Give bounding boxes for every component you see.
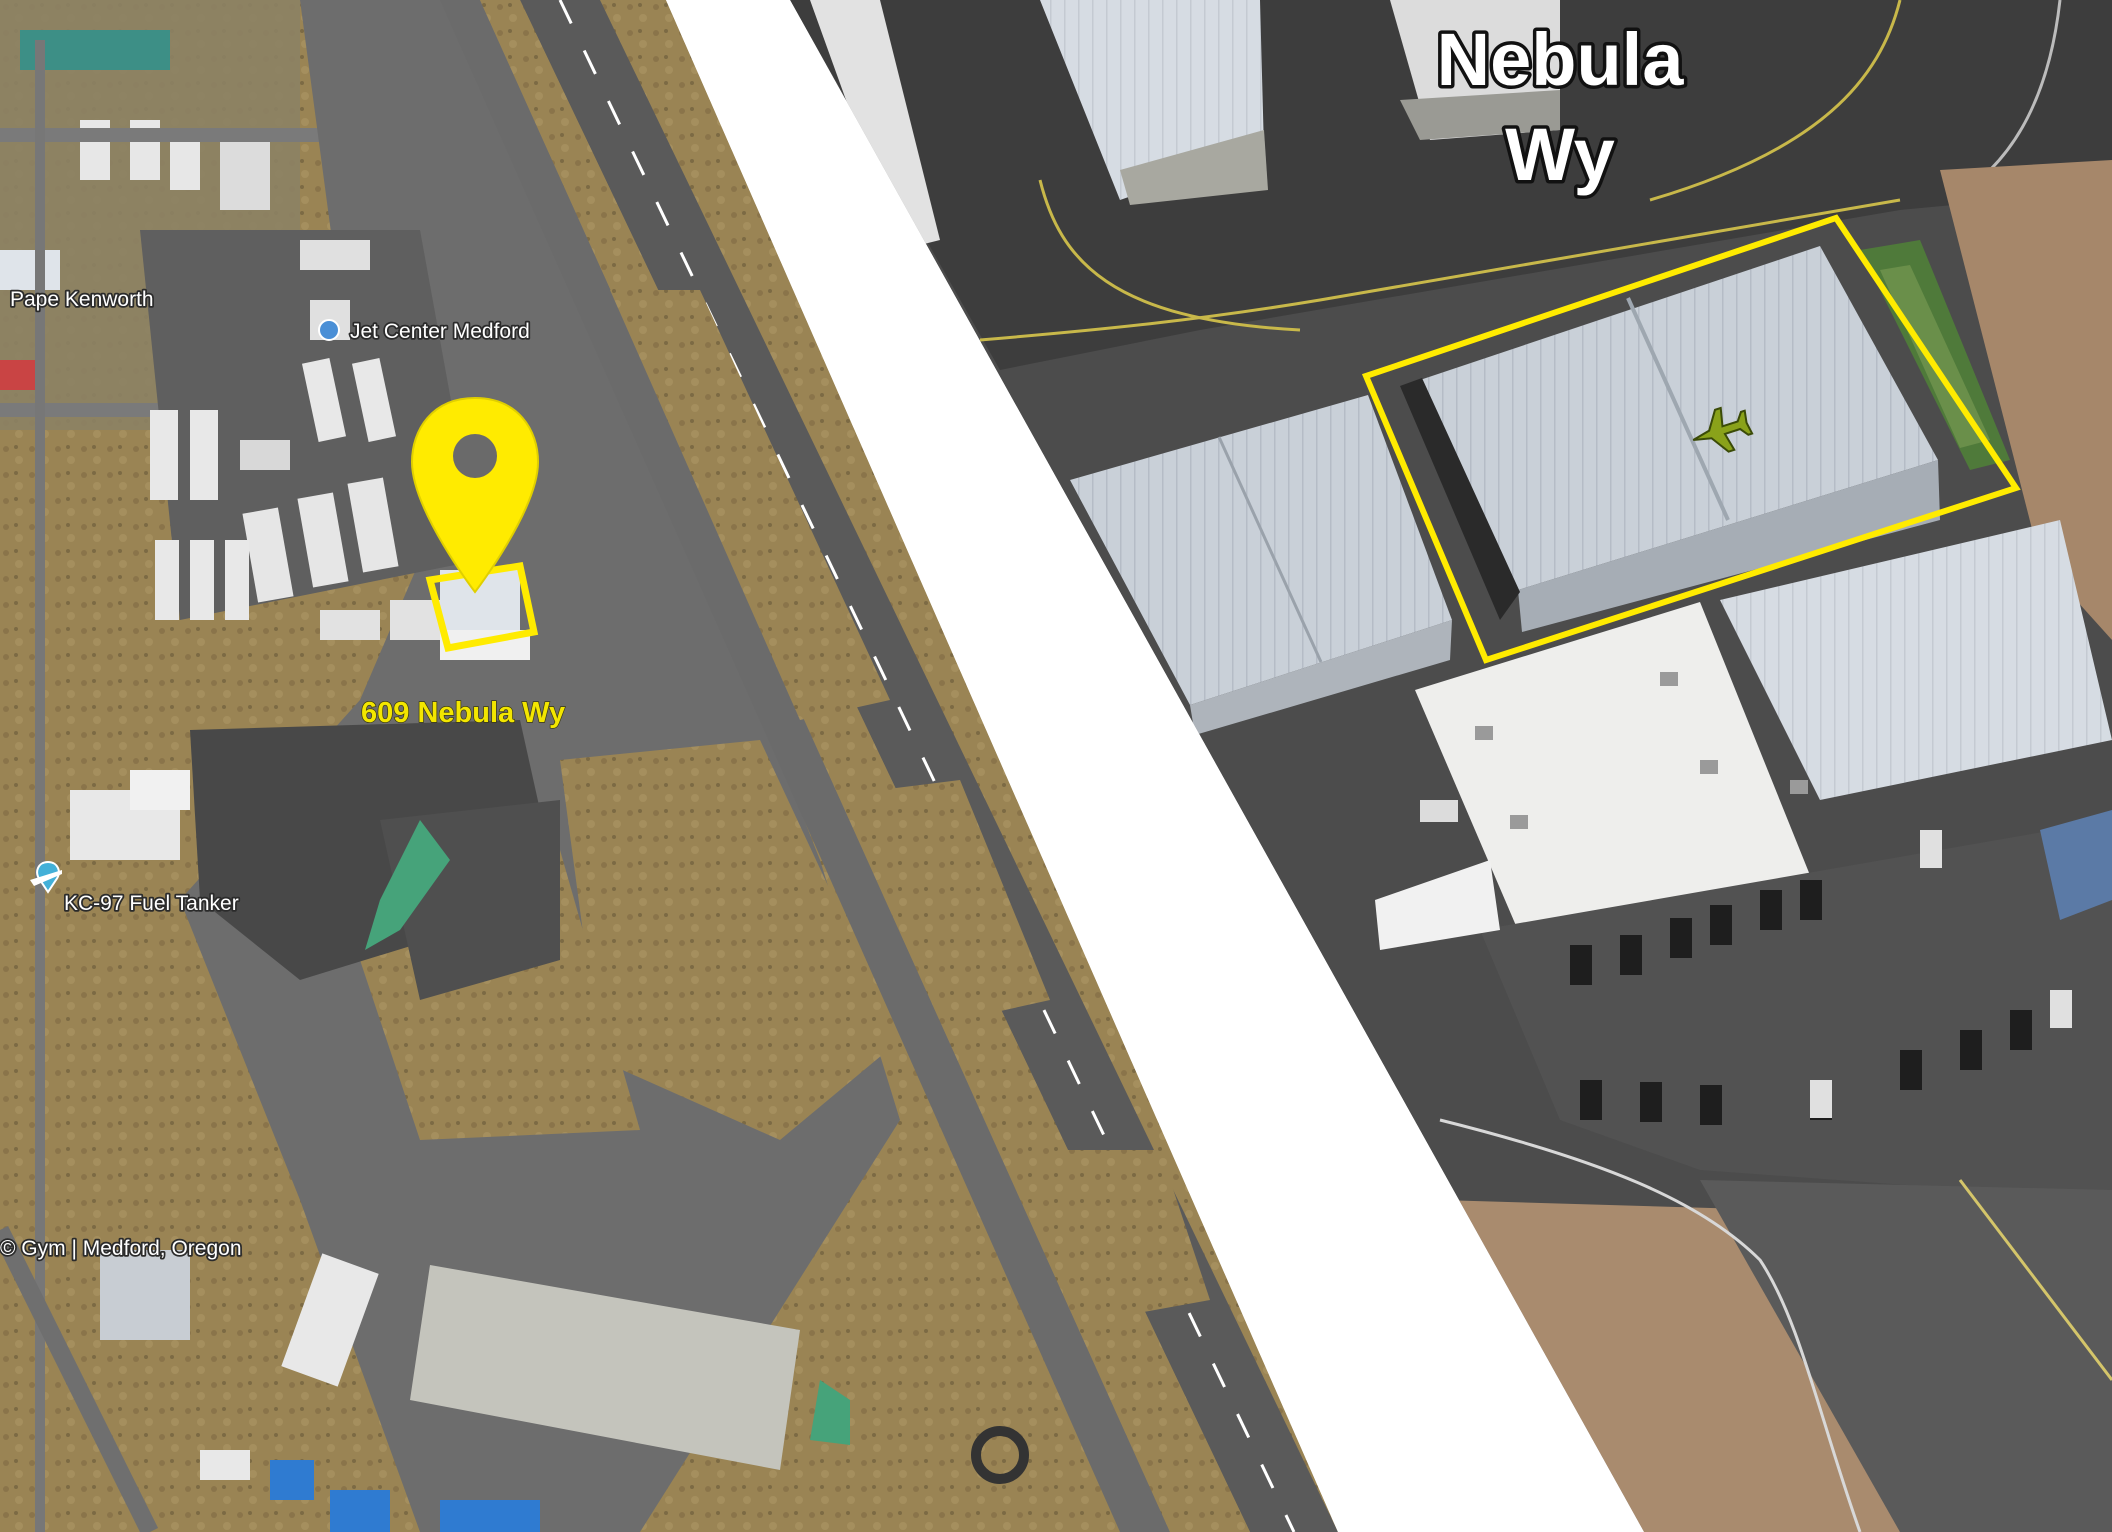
target-hangar [1400,246,1940,632]
location-pin-icon [410,396,540,594]
green-pad [365,820,450,950]
poi-gym[interactable]: © Gym | Medford, Oregon [0,1235,243,1262]
diagonal-divider [666,0,1644,1532]
pin-center-dot [453,434,497,478]
address-label: 609 Nebula Wy [361,697,565,729]
poi-jet-center[interactable]: Jet Center Medford [318,318,532,345]
hangar-rows [150,240,530,660]
adjacent-hangar-west [1070,395,1452,735]
street-label-line1: Nebula [1437,18,1685,101]
large-apron-building [410,1265,800,1470]
poi-pape-kenworth[interactable]: Pape Kenworth [8,286,155,313]
poi-label-fuel-tanker: KC-97 Fuel Tanker [64,892,239,915]
poi-label-gym: © Gym | Medford, Oregon [0,1237,242,1260]
street-label-line2: Wy [1505,113,1615,196]
target-hangar-outline [1361,214,2021,664]
poi-marker-icon [318,319,340,341]
poi-label-pape-kenworth: Pape Kenworth [10,288,154,311]
street-label-nebula-wy: Nebula Wy [1433,15,1688,200]
poi-label-jet-center: Jet Center Medford [350,320,530,343]
location-marker-group[interactable]: 609 Nebula Wy [360,396,566,730]
airplane-icon [1692,406,1754,453]
poi-fuel-tanker[interactable]: KC-97 Fuel Tanker [30,860,240,917]
airplane-icon [30,870,62,886]
